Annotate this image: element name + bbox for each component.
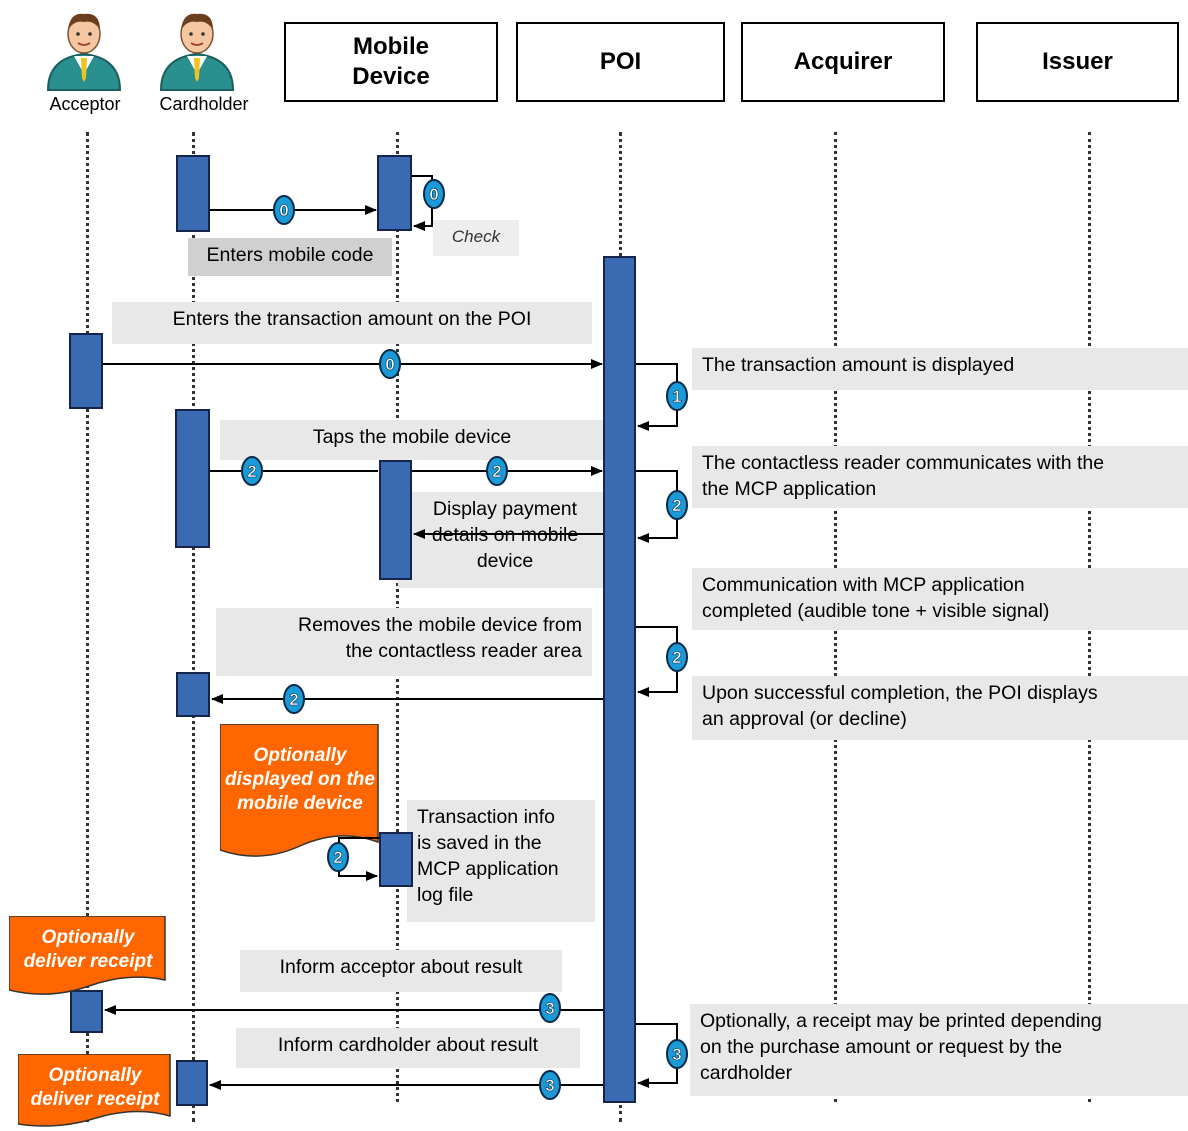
activation-cardholder-4: [176, 1060, 208, 1106]
lifeline-cardholder: [192, 132, 195, 1122]
activation-acceptor-2: [70, 990, 103, 1033]
step-badge-number: 2: [492, 462, 501, 481]
step-badge-2: 2: [283, 684, 305, 714]
note-check: Check: [433, 220, 519, 256]
step-badge-number: 0: [429, 185, 438, 204]
step-badge-2: 2: [241, 456, 263, 486]
step-badges: 0 0 0 1 2 2 2 2 2 2 3 3 3: [241, 179, 688, 1100]
header-issuer: Issuer: [976, 22, 1179, 102]
step-badge-3: 3: [539, 1070, 561, 1100]
callout-deliver-receipt-2-label: Optionally deliver receipt: [30, 1065, 160, 1110]
note-enters-mobile-code: Enters mobile code: [188, 238, 392, 276]
step-badge-1: 1: [666, 381, 688, 411]
step-badge-0: 0: [423, 179, 445, 209]
step-badge-number: 2: [333, 848, 342, 867]
note-taps-mobile: Taps the mobile device: [220, 420, 604, 460]
step-badge-2: 2: [486, 456, 508, 486]
activation-mobile-2: [379, 460, 412, 580]
callout-deliver-receipt-1: [9, 916, 166, 995]
note-removes-mobile: Removes the mobile device from the conta…: [216, 608, 592, 676]
activation-poi: [603, 256, 636, 1103]
note-enters-amount: Enters the transaction amount on the POI: [112, 302, 592, 344]
note-approval: Upon successful completion, the POI disp…: [692, 676, 1188, 740]
actor-acceptor-label: Acceptor: [49, 94, 121, 114]
step-badge-number: 3: [672, 1045, 681, 1064]
step-badge-number: 0: [385, 355, 394, 374]
cardholder-person-icon: [159, 13, 235, 91]
header-poi: POI: [516, 22, 725, 102]
step-badge-3: 3: [666, 1039, 688, 1069]
step-badge-number: 3: [545, 1076, 554, 1095]
actor-cardholder-label: Cardholder: [159, 94, 249, 114]
step-badge-0: 0: [379, 349, 401, 379]
step-badge-number: 3: [545, 999, 554, 1018]
note-transaction-saved: Transaction info is saved in the MCP app…: [407, 800, 595, 922]
step-badge-2: 2: [327, 842, 349, 872]
step-badge-number: 1: [672, 387, 681, 406]
activation-cardholder-1: [176, 155, 210, 232]
step-badge-number: 2: [672, 648, 681, 667]
note-communication-completed: Communication with MCP application compl…: [692, 568, 1188, 630]
callout-deliver-receipt-1-label: Optionally deliver receipt: [23, 927, 153, 972]
header-acquirer: Acquirer: [741, 22, 945, 102]
step-badge-number: 2: [289, 690, 298, 709]
activation-mobile-3: [379, 832, 413, 887]
callout-deliver-receipt-2: [18, 1054, 171, 1127]
note-reader-communicates: The contactless reader communicates with…: [692, 446, 1188, 508]
callout-displayed-mobile-label: Optionally displayed on the mobile devic…: [225, 745, 375, 814]
step-badge-3: 3: [539, 993, 561, 1023]
step-badge-number: 0: [279, 201, 288, 220]
step-badge-2: 2: [666, 642, 688, 672]
activation-cardholder-2: [175, 409, 210, 548]
acceptor-person-icon: [46, 13, 122, 91]
note-inform-acceptor: Inform acceptor about result: [240, 950, 562, 992]
note-receipt-printed: Optionally, a receipt may be printed dep…: [690, 1004, 1188, 1096]
activation-cardholder-3: [176, 672, 210, 717]
activation-mobile-1: [377, 155, 412, 231]
step-badge-number: 2: [247, 462, 256, 481]
step-badge-number: 2: [672, 496, 681, 515]
note-inform-cardholder: Inform cardholder about result: [236, 1028, 580, 1068]
header-mobile-device: Mobile Device: [284, 22, 498, 102]
lifeline-acceptor: [86, 132, 89, 1122]
step-badge-0: 0: [273, 195, 295, 225]
activation-acceptor-1: [69, 333, 103, 409]
note-amount-displayed: The transaction amount is displayed: [692, 348, 1188, 390]
step-badge-2: 2: [666, 490, 688, 520]
